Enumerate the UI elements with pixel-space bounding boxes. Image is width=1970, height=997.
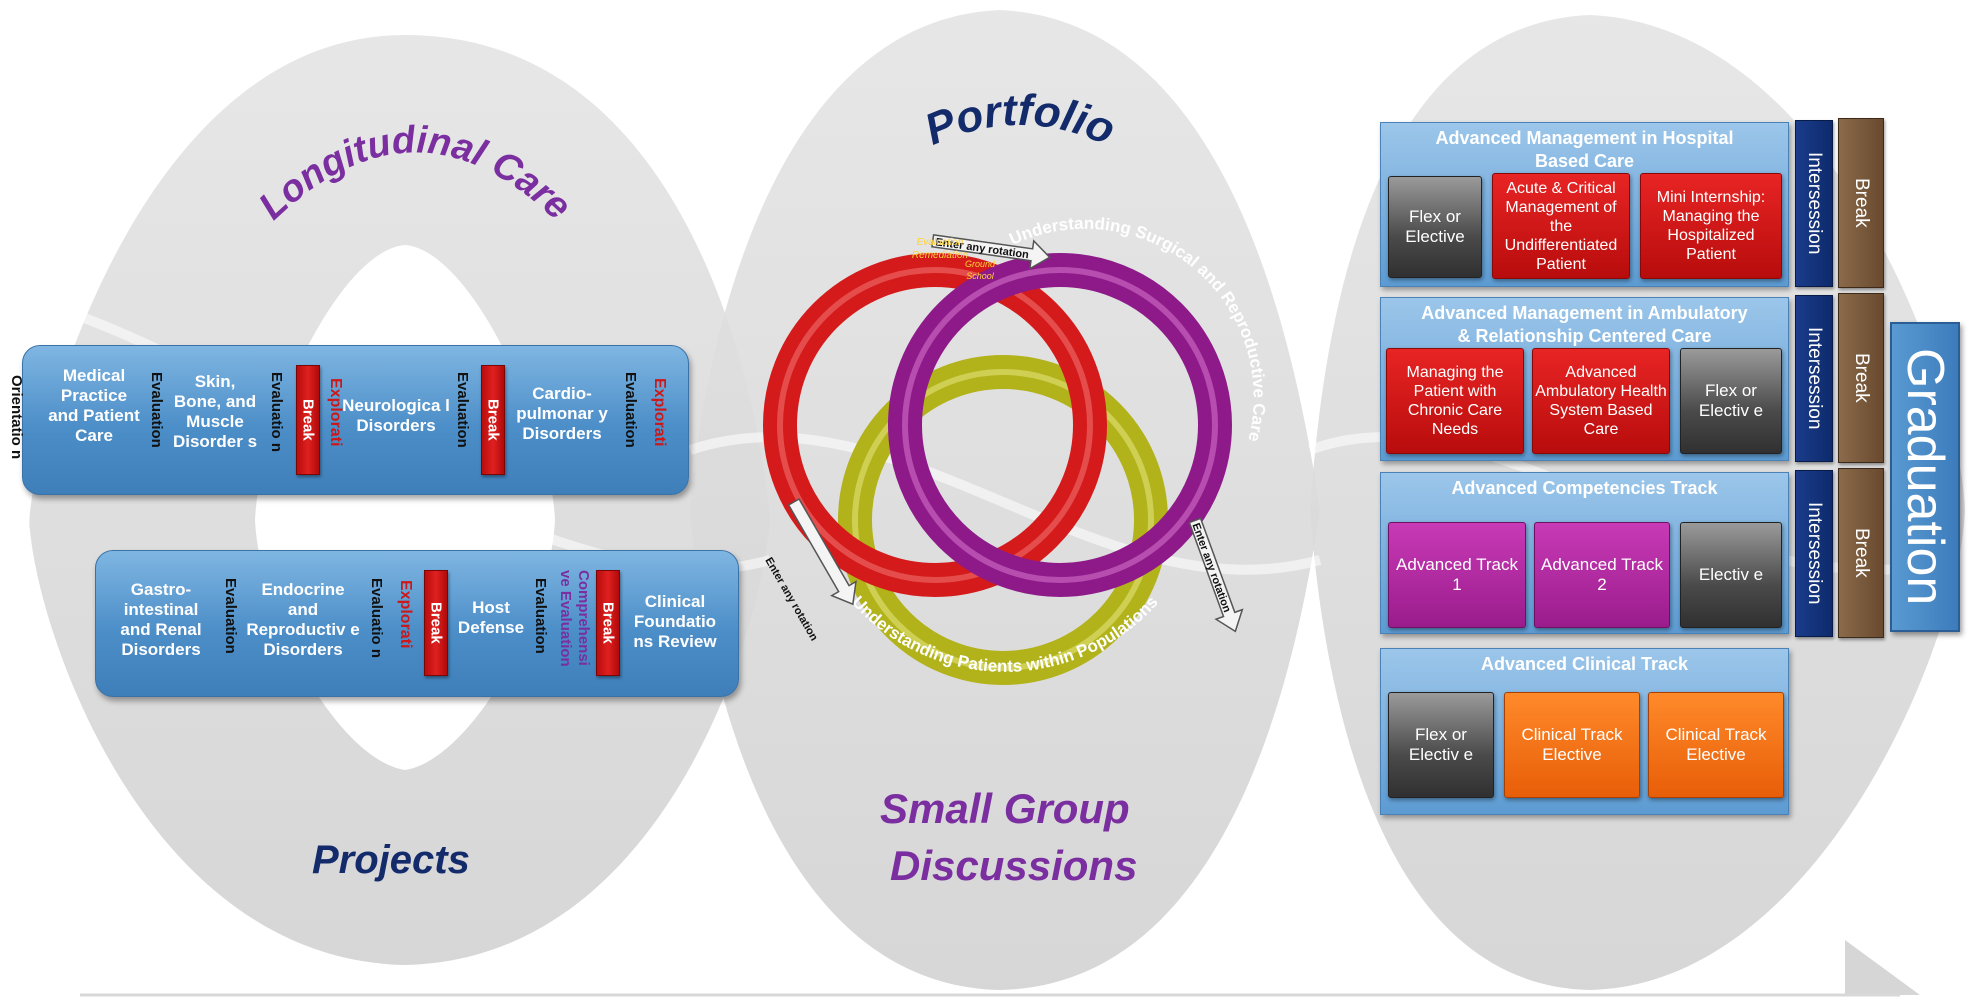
portfolio-rings: Understanding Specialized Medical Care U… [740,205,1269,685]
course-cardiopulmonary: Cardio- pulmonar y Disorders [516,384,608,443]
svg-text:Remediation: Remediation [912,250,969,261]
break-block: Break [596,570,620,676]
evaluation-label: Evaluatio n [268,372,285,453]
svg-text:Ground: Ground [965,259,996,269]
course-box: Flex or Electiv e [1388,692,1494,798]
course-box: Clinical Track Elective [1648,692,1784,798]
course-box: Advanced Track 1 [1388,522,1526,628]
panel-title: Advanced Management in Ambulatory& Relat… [1421,303,1748,346]
course-box: Advanced Track 2 [1534,522,1670,628]
svg-text:Portfolio: Portfolio [918,86,1122,155]
course-box: Clinical Track Elective [1504,692,1640,798]
heading-portfolio: Portfolio [918,86,1122,155]
heading-projects: Projects [312,838,470,882]
evaluation-label: Evaluation [532,578,549,654]
wave-left [29,35,770,965]
course-gastrointestinal: Gastro- intestinal and Renal Disorders [120,580,202,659]
svg-text:School: School [966,271,995,281]
course-box: Mini Internship: Managing the Hospitaliz… [1640,173,1782,279]
svg-text:Enter any rotation: Enter any rotation [1189,522,1233,615]
orientation-label: Orientatio n [8,375,25,460]
heading-discussions: Discussions [890,842,1138,889]
ring-red-label: Understanding Specialized Medical Care [740,205,807,312]
intersession-bar: Intersession [1795,470,1833,637]
svg-text:Enter any rotation: Enter any rotation [762,556,820,644]
svg-text:Evaluation: Evaluation [917,237,964,248]
evaluation-label: Evaluation [622,372,639,448]
intersession-bar: Intersession [1795,295,1833,462]
svg-text:Longitudinal Care: Longitudinal Care [255,119,575,228]
course-neurological: Neurologica l Disorders [342,396,450,435]
comprehensive-evaluation-label: Comprehensi ve Evaluation [557,570,592,667]
heading-longitudinal-care: Longitudinal Care [255,119,575,228]
corner-arrow-shape [1845,940,1920,995]
break-bar: Break [1838,293,1884,463]
break-block: Break [296,365,320,475]
evaluation-label: Evaluation [222,578,239,654]
exploration-label: Explorati [651,378,668,447]
panel-title: Advanced Clinical Track [1480,654,1689,674]
course-box: Flex or Elective [1388,176,1482,278]
break-block: Break [424,570,448,676]
course-box: Flex or Electiv e [1680,348,1782,454]
break-block: Break [481,365,505,475]
intersession-bar: Intersession [1795,120,1833,287]
course-box: Acute & Critical Management of the Undif… [1492,173,1630,279]
course-host-defense: Host Defense [457,598,525,637]
evaluation-label: Evaluation [148,372,165,448]
curriculum-band-2 [95,550,739,697]
exploration-label: Explorati [397,580,414,649]
course-box: Electiv e [1680,522,1782,628]
exploration-label: Explorati [327,378,344,447]
course-box: Advanced Ambulatory Health System Based … [1532,348,1670,454]
course-box: Managing the Patient with Chronic Care N… [1386,348,1524,454]
course-clinical-foundations-review: Clinical Foundatio ns Review [633,592,717,651]
curriculum-band-1 [22,345,689,495]
rotation-arrow-left [787,497,857,606]
graduation-banner: Graduation [1890,322,1960,632]
break-bar: Break [1838,468,1884,638]
evaluation-label: Evaluatio n [368,578,385,659]
heading-small-group: Small Group [880,785,1130,832]
break-bar: Break [1838,118,1884,288]
panel-title: Advanced Competencies Track [1451,478,1718,498]
evaluation-label: Evaluation [454,372,471,448]
course-medical-practice: Medical Practice and Patient Care [48,366,140,445]
course-endocrine: Endocrine and Reproductiv e Disorders [246,580,360,659]
course-skin-bone: Skin, Bone, and Muscle Disorder s [172,372,258,451]
